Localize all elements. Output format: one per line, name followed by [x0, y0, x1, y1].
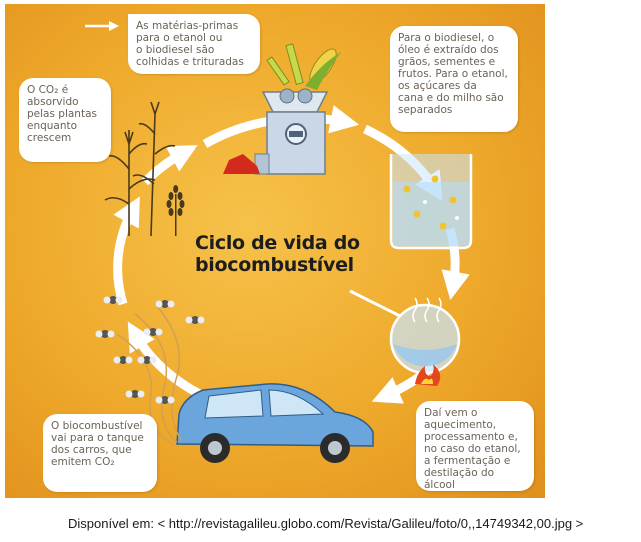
co2-molecule-icon — [113, 356, 133, 364]
corn-icon — [305, 48, 341, 90]
cycle-arrow-6 — [113, 196, 140, 306]
note-line: pelas plantas — [27, 108, 97, 120]
co2-molecule-icon — [155, 396, 175, 404]
note-line: no caso do etanol, — [424, 443, 521, 455]
note-line: destilação do álcool — [424, 467, 495, 491]
co2-molecule-icon — [143, 328, 163, 336]
flame-icon — [415, 364, 441, 386]
co2-molecule-icon — [185, 316, 205, 324]
note-line: para o etanol ou — [136, 32, 223, 44]
source-caption: Disponível em: < http://revistagalileu.g… — [68, 516, 584, 531]
cycle-arrow-7 — [141, 145, 198, 186]
title-line-1: Ciclo de vida do — [195, 232, 360, 254]
note-co2-absorption: O CO₂ é absorvido pelas plantas enquanto… — [19, 78, 111, 162]
note-line: cana e do milho são — [398, 92, 504, 104]
beaker-icon — [389, 154, 473, 250]
note-raw-materials: As matérias-primas para o etanol ou o bi… — [128, 14, 260, 74]
note-line: dos carros, que — [51, 444, 132, 456]
note-line: vai para o tanque — [51, 432, 144, 444]
co2-molecule-icon — [125, 390, 145, 398]
note-line: O biocombustível — [51, 420, 143, 432]
note-line: aquecimento, — [424, 419, 497, 431]
note-line: a fermentação e — [424, 455, 511, 467]
note-processing: Daí vem o aquecimento, processamento e, … — [416, 401, 534, 491]
note-line: o biodiesel são — [136, 44, 215, 56]
note-line: colhidas e trituradas — [136, 56, 244, 68]
note-line: frutos. Para o etanol, — [398, 68, 508, 80]
note-line: O CO₂ é — [27, 84, 69, 96]
corn-plant-icon — [104, 101, 176, 237]
diagram-title: Ciclo de vida do biocombustível — [195, 232, 415, 276]
note-line: grãos, sementes e — [398, 56, 496, 68]
note-line: Para o biodiesel, o — [398, 32, 495, 44]
note-line: processamento e, — [424, 431, 518, 443]
note-fuel-tank: O biocombustível vai para o tanque dos c… — [43, 414, 157, 492]
co2-molecule-icon — [137, 356, 157, 364]
note-line: absorvido — [27, 96, 79, 108]
residue-pile — [223, 154, 260, 174]
note-line: emitem CO₂ — [51, 456, 115, 468]
note-line: enquanto — [27, 120, 78, 132]
note-line: Daí vem o — [424, 407, 478, 419]
co2-molecules — [95, 296, 205, 404]
co2-molecule-icon — [103, 296, 123, 304]
note-extraction: Para o biodiesel, o óleo é extraído dos … — [390, 26, 518, 132]
co2-molecule-icon — [95, 330, 115, 338]
note-line: óleo é extraído dos — [398, 44, 499, 56]
car-icon — [176, 383, 374, 463]
note-line: As matérias-primas — [136, 20, 239, 32]
cycle-illustration — [85, 21, 473, 463]
co2-molecule-icon — [155, 300, 175, 308]
sugarcane-icon — [266, 43, 304, 86]
note-line: crescem — [27, 132, 72, 144]
title-line-2: biocombustível — [195, 254, 354, 276]
note-line: os açúcares da — [398, 80, 477, 92]
biofuel-cycle-poster: As matérias-primas para o etanol ou o bi… — [5, 4, 545, 498]
white-arrow-icon — [85, 21, 119, 31]
crusher-machine-icon — [223, 88, 329, 175]
wheat-plant-icon — [166, 185, 185, 236]
distillation-flask-icon — [349, 289, 461, 375]
note-line: separados — [398, 104, 453, 116]
